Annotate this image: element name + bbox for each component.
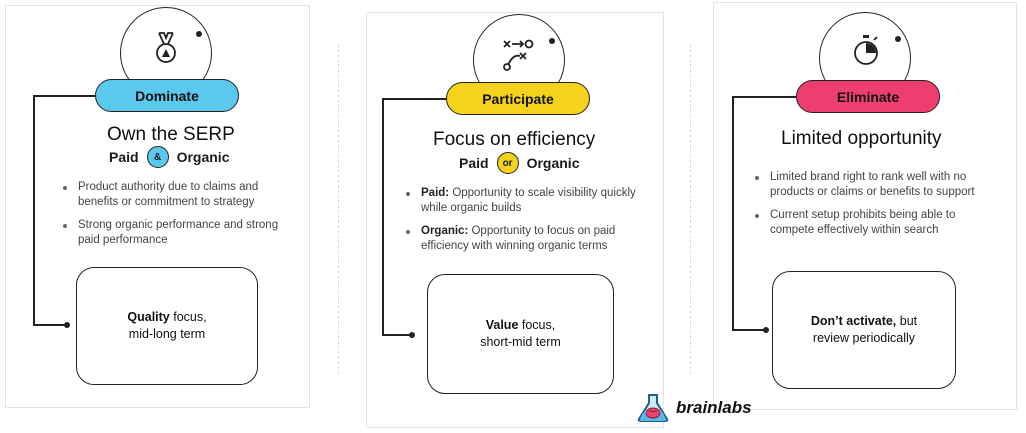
focus-box: Don’t activate, but review periodically [772,271,956,389]
bullet-text: Opportunity to scale visibility quickly … [421,187,636,214]
connector-dot [64,322,70,328]
bullet-text: Product authority due to claims and bene… [78,181,259,208]
pill-label: Eliminate [836,88,900,105]
connector-dot [763,327,769,333]
list-item: Strong organic performance and strong pa… [60,218,285,248]
stopwatch-icon [854,35,878,65]
focus-term: short-mid term [480,335,561,349]
connector-line [33,95,35,325]
channel-organic: Organic [176,149,230,165]
focus-bold: Quality [127,310,170,324]
bullet-bold: Paid: [421,187,450,199]
focus-rest: focus, [169,310,207,324]
focus-term: mid-long term [128,327,206,341]
connector-badge: & [146,146,169,168]
bullet-bold: Organic: [421,225,469,237]
column-heading: Limited opportunity [781,128,942,149]
bullet-text: Opportunity to focus on paid efficiency … [421,225,616,252]
connector-badge: or [496,152,519,174]
channel-organic: Organic [526,155,580,171]
list-item: Current setup prohibits being able to co… [752,208,992,238]
list-item: Paid: Opportunity to scale visibility qu… [403,186,643,216]
focus-bold: Don’t activate, [810,314,897,328]
column-heading: Focus on efficiency [433,129,596,150]
column-separator [338,44,339,374]
bullet-list: Limited brand right to rank well with no… [752,170,992,246]
dominate-pill: Dominate [95,79,239,112]
column-heading: Own the SERP [107,124,235,145]
flask-brain-icon [637,394,669,422]
bullet-list: Paid: Opportunity to scale visibility qu… [403,186,643,262]
channel-paid: Paid [109,149,139,165]
list-item: Limited brand right to rank well with no… [752,170,992,200]
connector-line [732,329,766,331]
channel-paid: Paid [459,155,489,171]
bullet-text: Current setup prohibits being able to co… [770,209,956,236]
column-separator [690,44,691,374]
list-item: Product authority due to claims and bene… [60,180,285,210]
pill-label: Dominate [135,87,199,104]
focus-rest: focus, [518,318,556,332]
channel-line: Paid & Organic [109,146,229,168]
eliminate-pill: Eliminate [796,80,940,113]
connector-dot [409,332,415,338]
medal-icon [156,32,176,63]
bullet-text: Strong organic performance and strong pa… [78,219,279,246]
focus-box: Quality focus, mid-long term [76,267,258,385]
focus-bold: Value [485,318,519,332]
arc-end-dot [895,36,901,42]
focus-box: Value focus, short-mid term [427,274,614,394]
list-item: Organic: Opportunity to focus on paid ef… [403,224,643,254]
connector-line [382,334,412,336]
connector-line [33,324,67,326]
connector-line [382,98,446,100]
focus-rest: but [896,314,918,328]
connector-line [732,96,734,330]
arc-end-dot [196,31,202,37]
strategy-play-icon [503,39,534,71]
participate-pill: Participate [446,82,590,115]
focus-term: review periodically [812,331,916,345]
arc-end-dot [549,38,555,44]
bullet-list: Product authority due to claims and bene… [60,180,285,256]
brand-name: brainlabs [676,398,752,417]
connector-line [732,96,796,98]
connector-line [382,98,384,335]
brand-logo: brainlabs [636,393,752,423]
connector-line [33,95,95,97]
channel-line: Paid or Organic [459,152,579,174]
bullet-text: Limited brand right to rank well with no… [770,171,975,198]
pill-label: Participate [482,90,554,107]
